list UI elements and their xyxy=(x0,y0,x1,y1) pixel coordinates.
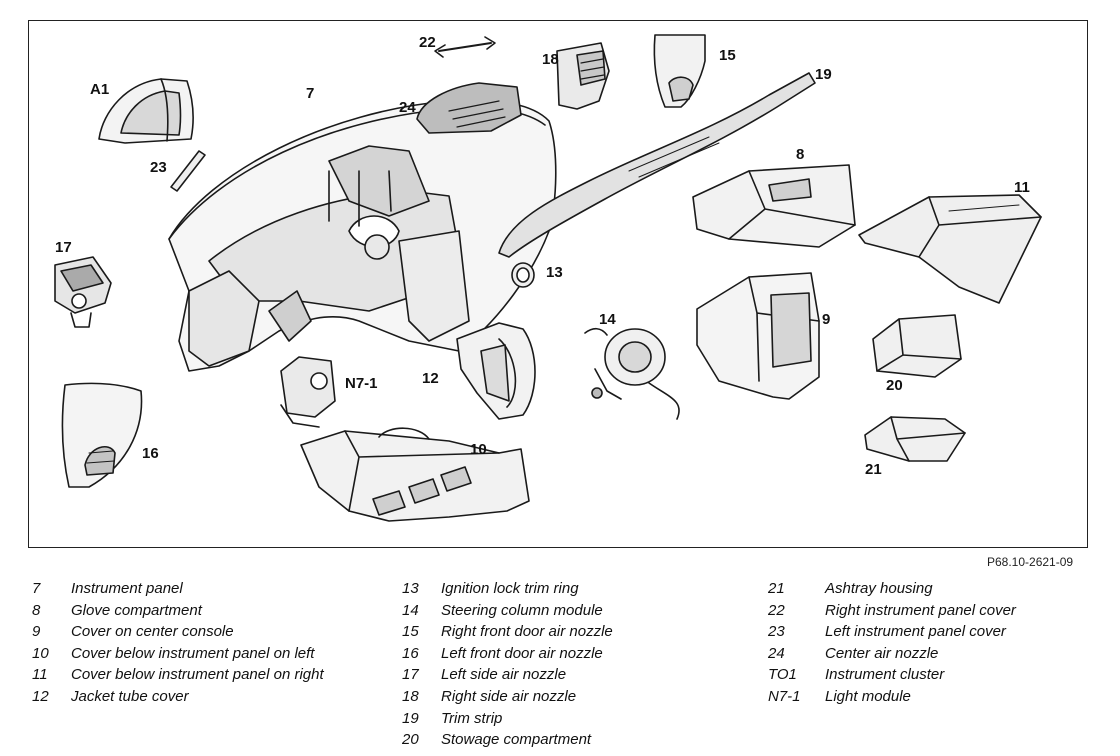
callout-13: 13 xyxy=(546,264,563,281)
legend-number: 24 xyxy=(768,644,785,662)
legend-number: 8 xyxy=(32,601,41,619)
part-right-front-door-air-nozzle xyxy=(653,34,706,108)
legend-description: Right side air nozzle xyxy=(441,687,577,705)
callout-15: 15 xyxy=(719,47,736,64)
legend-description: Ignition lock trim ring xyxy=(441,580,579,597)
legend-number: 13 xyxy=(402,580,419,597)
legend-number: 15 xyxy=(402,623,419,641)
callout-8: 8 xyxy=(796,146,805,163)
callout-7: 7 xyxy=(306,85,315,102)
part-right-side-air-nozzle xyxy=(556,42,610,110)
callout-N7-1: N7-1 xyxy=(345,375,378,392)
part-cover-center-console xyxy=(696,272,820,400)
callout-22: 22 xyxy=(419,34,436,51)
legend-number: 18 xyxy=(402,687,419,705)
part-trim-strip xyxy=(498,72,816,258)
legend-number: 20 xyxy=(402,731,419,749)
callout-9: 9 xyxy=(822,311,831,328)
part-cover-below-panel-right xyxy=(858,194,1042,304)
legend-description: Right instrument panel cover xyxy=(825,601,1016,619)
part-jacket-tube-cover xyxy=(456,322,536,420)
legend-description: Glove compartment xyxy=(71,601,202,619)
legend-number: 11 xyxy=(32,666,48,684)
part-center-air-nozzle xyxy=(416,82,522,134)
legend-description: Left front door air nozzle xyxy=(441,644,603,662)
legend-description: Cover on center console xyxy=(71,623,234,641)
part-glove-compartment xyxy=(692,164,856,248)
legend-number: 7 xyxy=(32,580,41,597)
callout-24: 24 xyxy=(399,99,416,116)
legend-description: Ashtray housing xyxy=(825,580,933,597)
part-ashtray-housing xyxy=(864,416,966,462)
legend-number: 9 xyxy=(32,623,41,641)
part-stowage-compartment xyxy=(872,314,962,378)
legend-description: Cover below instrument panel on right xyxy=(71,666,324,684)
legend-number: 10 xyxy=(32,644,49,662)
callout-23: 23 xyxy=(150,159,167,176)
legend-number: 23 xyxy=(768,623,785,641)
legend-number: TO1 xyxy=(768,666,797,684)
legend-description: Cover below instrument panel on left xyxy=(71,644,315,662)
callout-17: 17 xyxy=(55,239,72,256)
legend-description: Light module xyxy=(825,687,911,705)
legend-description: Instrument cluster xyxy=(825,666,945,684)
legend-description: Left side air nozzle xyxy=(441,666,567,684)
callout-16: 16 xyxy=(142,445,159,462)
part-instrument-panel xyxy=(168,99,557,372)
reference-code: P68.10-2621-09 xyxy=(987,555,1074,569)
legend-description: Center air nozzle xyxy=(825,644,939,662)
legend-description: Left instrument panel cover xyxy=(825,623,1006,641)
legend-description: Jacket tube cover xyxy=(71,687,189,705)
part-ignition-lock-trim-ring xyxy=(511,262,535,288)
legend-number: N7-1 xyxy=(768,687,801,705)
callout-19: 19 xyxy=(815,66,832,83)
part-left-front-door-air-nozzle xyxy=(61,382,143,488)
callout-21: 21 xyxy=(865,461,882,478)
legend-description: Right front door air nozzle xyxy=(441,623,613,641)
callout-20: 20 xyxy=(886,377,903,394)
legend-description: Steering column module xyxy=(441,601,603,619)
callout-12: 12 xyxy=(422,370,439,387)
callout-14: 14 xyxy=(599,311,616,328)
part-left-side-air-nozzle xyxy=(54,256,112,328)
legend-number: 16 xyxy=(402,644,419,662)
part-cover-below-panel-left xyxy=(300,427,530,522)
callout-11: 11 xyxy=(1014,179,1030,196)
legend-description: Trim strip xyxy=(441,709,503,727)
legend-number: 22 xyxy=(768,601,785,619)
legend-description: Stowage compartment xyxy=(441,731,592,749)
part-right-instrument-panel-cover xyxy=(434,36,496,58)
part-instrument-cluster xyxy=(98,78,194,144)
legend-number: 14 xyxy=(402,601,419,619)
part-steering-column-module xyxy=(584,327,680,420)
callout-10: 10 xyxy=(470,441,487,458)
legend-number: 19 xyxy=(402,709,419,727)
diagram-frame: 7 8 9 10 11 12 13 14 15 16 17 18 19 20 2… xyxy=(28,20,1088,548)
callout-18: 18 xyxy=(542,51,559,68)
exploded-parts-drawing xyxy=(54,34,1042,522)
legend-number: 17 xyxy=(402,666,419,684)
part-light-module xyxy=(280,356,336,428)
legend-description: Instrument panel xyxy=(71,580,183,597)
legend-number: 21 xyxy=(768,580,785,597)
part-left-instrument-panel-cover xyxy=(170,150,206,192)
callout-A1: A1 xyxy=(90,81,110,98)
legend-number: 12 xyxy=(32,687,49,705)
